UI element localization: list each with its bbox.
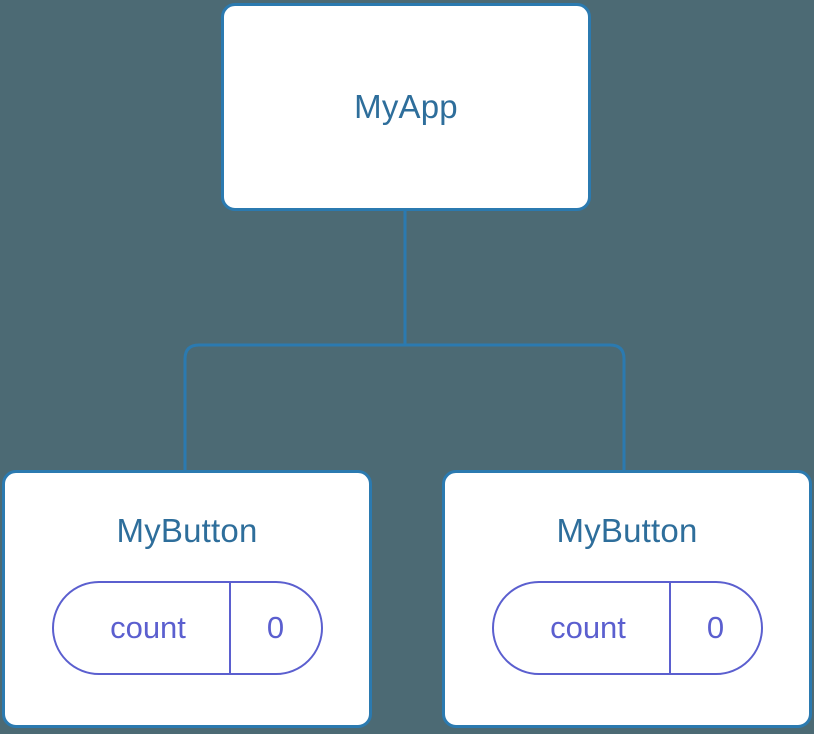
state-pill-divider	[228, 582, 231, 673]
state-key: count	[550, 610, 626, 646]
edge-to-child-left	[183, 343, 405, 472]
component-node-title: MyButton	[116, 512, 258, 549]
state-pill-divider	[668, 582, 671, 673]
component-node-title: MyButton	[556, 512, 698, 549]
state-value: 0	[266, 610, 285, 646]
state-value: 0	[706, 610, 725, 646]
component-node-title: MyApp	[354, 87, 458, 125]
component-node-mybutton-1[interactable]: MyButton count 0	[2, 470, 372, 728]
state-pill[interactable]: count 0	[51, 580, 323, 675]
component-node-myapp[interactable]: MyApp	[221, 3, 591, 211]
component-node-mybutton-2[interactable]: MyButton count 0	[442, 470, 812, 728]
state-key: count	[110, 610, 186, 646]
state-pill[interactable]: count 0	[491, 580, 763, 675]
edge-to-child-right	[405, 343, 626, 472]
